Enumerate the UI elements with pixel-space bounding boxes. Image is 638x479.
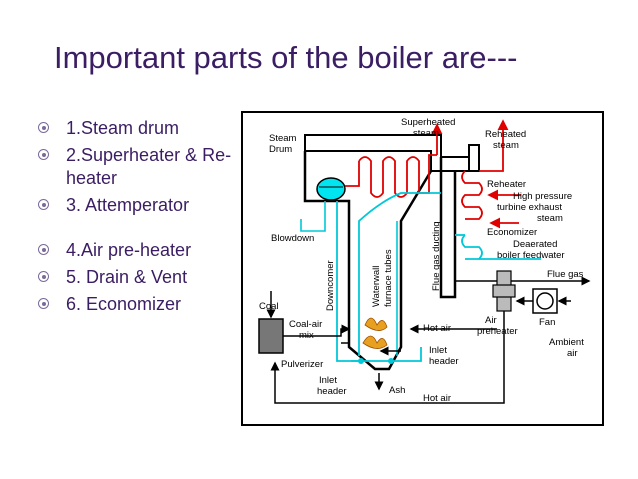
boiler-diagram-svg: Steam Drum Superheated steam Reheated st… — [241, 111, 604, 426]
flame-icon — [364, 317, 388, 331]
label-hot-air: Hot air — [423, 393, 451, 404]
bullet-circle-icon — [38, 244, 49, 255]
label-inlet-header: Inlet — [319, 375, 337, 386]
furnace-wall — [303, 151, 433, 371]
bullet-list: 1.Steam drum 2.Superheater & Re-heater 3… — [38, 117, 238, 320]
reheater-outlet — [479, 151, 504, 172]
bullet-item: 3. Attemperator — [38, 194, 238, 217]
bullet-text: 4.Air pre-heater — [66, 240, 192, 260]
bullet-circle-icon — [38, 199, 49, 210]
bullet-circle-icon — [38, 271, 49, 282]
label-blowdown: Blowdown — [271, 233, 314, 244]
fan-icon — [536, 292, 554, 310]
label-waterwall: furnace tubes — [383, 249, 394, 307]
hot-air-return — [270, 311, 505, 404]
label-reheater: Reheater — [487, 179, 526, 190]
label-inlet-header: Inlet — [429, 345, 447, 356]
label-deaerated-feedwater: boiler feedwater — [497, 250, 565, 261]
flue-gas-path — [454, 280, 497, 297]
label-coal-air-mix: Coal-air — [289, 319, 322, 330]
flue-gas-duct — [439, 157, 457, 299]
label-coal: Coal — [259, 301, 279, 312]
label-hp-exhaust: steam — [537, 213, 563, 224]
bullet-text: 6. Economizer — [66, 294, 182, 314]
label-steam-drum: Drum — [269, 144, 292, 155]
superheater-coil — [345, 156, 420, 198]
label-deaerated-feedwater: Deaerated — [513, 239, 557, 250]
label-inlet-header: header — [317, 386, 347, 397]
bullet-item: 6. Economizer — [38, 293, 238, 316]
label-reheated-steam: Reheated — [485, 129, 526, 140]
label-flue-gas: Flue gas — [547, 269, 584, 280]
label-inlet-header: header — [429, 356, 459, 367]
bullet-text: 3. Attemperator — [66, 195, 190, 215]
flame-icon — [362, 335, 388, 349]
header-node — [358, 358, 364, 364]
bullet-text: 1.Steam drum — [66, 118, 180, 138]
label-hp-exhaust: turbine exhaust — [497, 202, 562, 213]
label-superheated-steam: Superheated — [401, 117, 455, 128]
pulverizer-icon — [258, 318, 284, 354]
bullet-item: 1.Steam drum — [38, 117, 238, 140]
label-air-preheater: preheater — [477, 326, 518, 337]
label-air-preheater: Air — [485, 315, 497, 326]
label-reheated-steam: steam — [493, 140, 519, 151]
label-steam-drum: Steam — [269, 133, 297, 144]
reheater-coil — [461, 170, 483, 220]
bullet-circle-icon — [38, 298, 49, 309]
bullet-item: 5. Drain & Vent — [38, 266, 238, 289]
label-hot-air: Hot air — [423, 323, 451, 334]
label-pulverizer: Pulverizer — [281, 359, 323, 370]
label-downcomer: Downcomer — [325, 260, 336, 311]
label-hp-exhaust: High pressure — [513, 191, 572, 202]
bullet-item: 4.Air pre-heater — [38, 239, 238, 262]
label-coal-air-mix: mix — [299, 330, 314, 341]
bullet-text: 2.Superheater & Re-heater — [66, 145, 232, 188]
waterwall-tubes — [358, 192, 441, 356]
boiler-diagram: Steam Drum Superheated steam Reheated st… — [241, 111, 604, 426]
steam-drum-icon — [316, 177, 346, 201]
label-ambient-air: Ambient — [549, 337, 584, 348]
slide-title: Important parts of the boiler are--- — [54, 40, 518, 75]
duct-top — [455, 157, 479, 172]
label-superheated-steam: steam — [413, 128, 439, 139]
label-ambient-air: air — [567, 348, 578, 359]
label-economizer: Economizer — [487, 227, 537, 238]
economizer-coil — [461, 234, 483, 260]
blowdown-line — [300, 201, 326, 232]
inlet-header-line — [351, 347, 422, 362]
diagram-frame — [241, 111, 604, 426]
bullet-circle-icon — [38, 149, 49, 160]
label-fan: Fan — [539, 317, 555, 328]
boiler-roof — [304, 134, 480, 172]
label-waterwall: Waterwall — [371, 266, 382, 307]
bullet-item: 2.Superheater & Re-heater — [38, 144, 238, 190]
bullet-text: 5. Drain & Vent — [66, 267, 188, 287]
label-ash: Ash — [389, 385, 405, 396]
header-node — [388, 358, 394, 364]
air-preheater-body — [492, 284, 516, 298]
bullet-circle-icon — [38, 122, 49, 133]
coal-air-mix-line — [283, 324, 351, 337]
label-flue-gas-ducting: Flue gas ducting — [431, 221, 442, 291]
